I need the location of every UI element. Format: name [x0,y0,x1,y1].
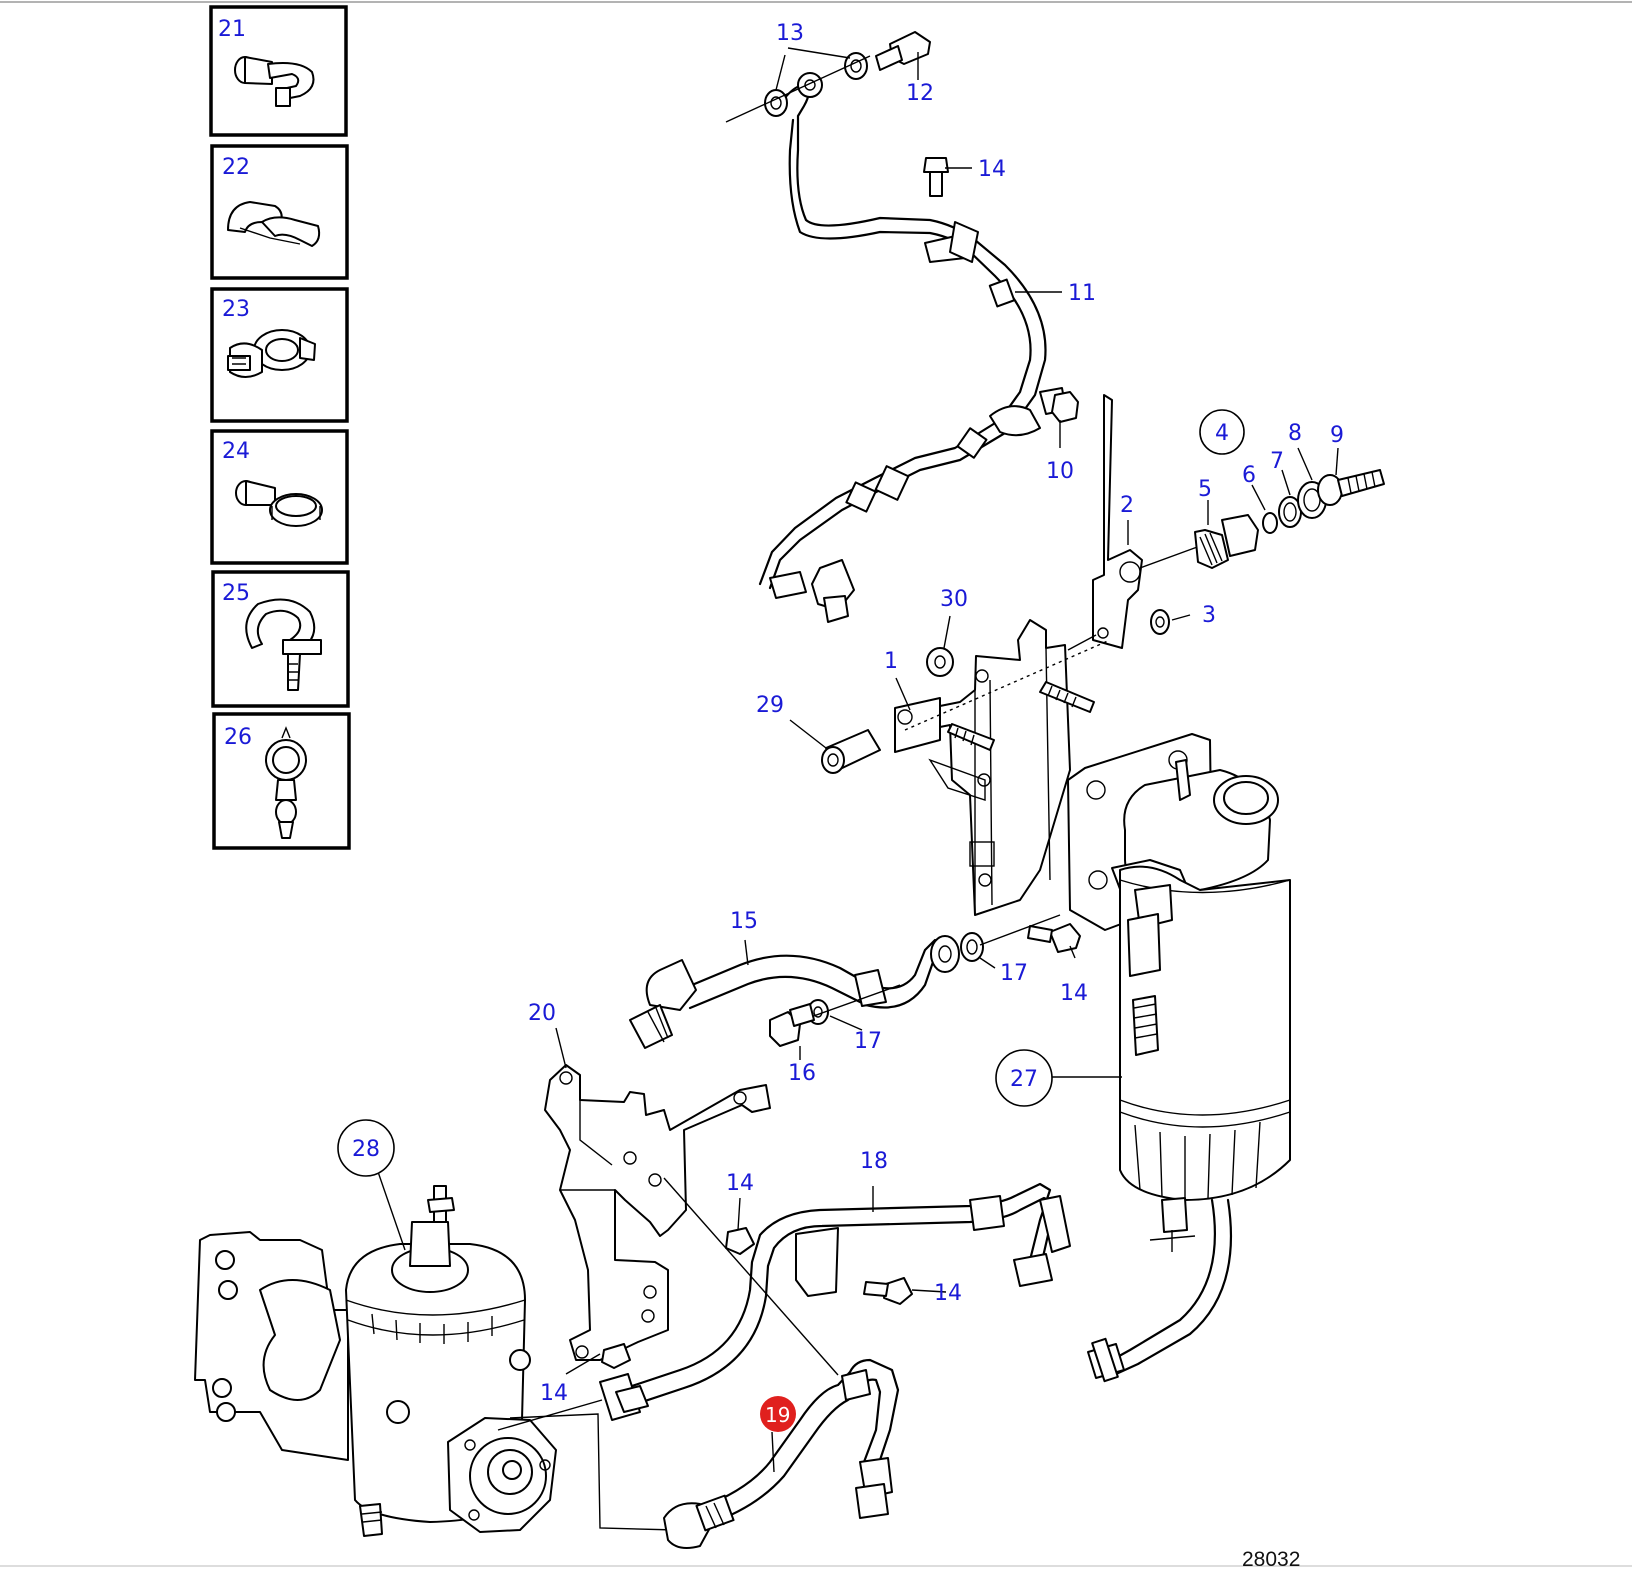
small-bracket-tab [894,697,941,753]
callout-15[interactable]: 15 [730,909,758,934]
inset-21[interactable] [209,5,348,137]
axis-line [1067,634,1097,651]
axis-line [807,984,901,1019]
callout-16[interactable]: 16 [788,1061,816,1086]
exploded-axis-line [725,55,871,123]
spacer-30[interactable] [926,647,954,677]
leader-lines [375,47,1339,1473]
o-ring-6[interactable] [1262,512,1278,534]
pipe-clamps [845,278,1067,513]
inset-frame [211,570,350,708]
callout-14-top[interactable]: 14 [978,157,1006,182]
banjo-eye-fitting [797,72,823,98]
sleeve-29[interactable] [821,729,881,774]
callout-17-b[interactable]: 17 [854,1029,882,1054]
nipple-9[interactable] [1317,469,1385,506]
callout-13[interactable]: 13 [776,21,804,46]
callout-4[interactable]: 4 [1215,421,1229,446]
inset-23[interactable] [210,287,349,423]
callout-circle-27 [995,1049,1053,1107]
callout-labels: 21 22 23 24 25 26 13 12 14 11 10 4 8 9 7… [218,17,1344,1571]
bracket-2[interactable] [1092,394,1143,649]
bolt-14-lower[interactable] [601,1343,631,1369]
callout-7[interactable]: 7 [1270,449,1284,474]
callout-14-bracket[interactable]: 14 [726,1171,754,1196]
axis-line [979,914,1061,946]
clamp-band-icon [235,480,323,527]
callout-3[interactable]: 3 [1202,603,1216,628]
fuel-hose-19[interactable] [663,1358,900,1549]
fuel-pipe-18[interactable] [599,1182,1071,1421]
dashed-assembly-line [904,639,1111,731]
callout-2[interactable]: 2 [1120,493,1134,518]
inset-label-22: 22 [222,155,250,180]
bolt-14-bracket[interactable] [725,1227,755,1255]
hose-clamp-bolt-icon [234,56,315,107]
banjo-bolt-16[interactable] [769,1003,815,1047]
callout-14-mid[interactable]: 14 [1060,981,1088,1006]
clamp-with-bolt-icon [227,329,316,378]
callout-12[interactable]: 12 [906,81,934,106]
washer-17-a[interactable] [960,932,984,962]
double-clip-icon [227,201,321,247]
inset-24[interactable] [210,429,349,565]
callout-30[interactable]: 30 [940,587,968,612]
filter-drain-hose [1087,1198,1233,1383]
callout-28[interactable]: 28 [352,1137,380,1162]
studs [947,681,1095,751]
callout-29[interactable]: 29 [756,693,784,718]
bolt-14-18[interactable] [863,1277,913,1305]
sealing-washer-10[interactable] [1051,391,1079,423]
callout-6[interactable]: 6 [1242,463,1256,488]
callout-5[interactable]: 5 [1198,477,1212,502]
banjo-bolt-12[interactable] [875,31,931,71]
bracket-20[interactable] [544,1064,771,1361]
callout-11[interactable]: 11 [1068,281,1096,306]
feed-pump [447,1417,557,1533]
inset-26[interactable] [212,712,351,850]
water-separator-filter-27[interactable] [1067,733,1291,1252]
nut-3[interactable] [1150,609,1170,635]
callout-circle-19 [760,1396,796,1432]
adapter-5[interactable] [1194,514,1259,569]
callout-1[interactable]: 1 [884,649,898,674]
inset-label-21: 21 [218,17,246,42]
cable-tie-clamp-icon [265,726,307,839]
pipe-end-connector [769,559,855,623]
hose-19-leader [663,1177,839,1376]
axis-line [1139,545,1201,569]
pump-connection-lines [497,1399,677,1531]
inset-label-26: 26 [224,725,252,750]
callout-circle-28 [337,1119,395,1177]
callout-19[interactable]: 19 [765,1403,790,1427]
inset-label-24: 24 [222,439,250,464]
callout-14-right[interactable]: 14 [934,1281,962,1306]
drawing-number: 28032 [1242,1548,1300,1571]
p-clamp-icon [245,598,322,691]
inset-22[interactable] [210,144,349,280]
callout-8[interactable]: 8 [1288,421,1302,446]
callout-circle-4 [1199,409,1245,455]
bolt-14-top[interactable] [923,157,949,197]
callout-14-lower[interactable]: 14 [540,1381,568,1406]
fuel-pipe-15[interactable] [629,935,960,1049]
inset-label-23: 23 [222,297,250,322]
callout-9[interactable]: 9 [1330,423,1344,448]
pipe-bracket-14 [924,221,979,263]
inset-25[interactable] [211,570,350,708]
callout-17-a[interactable]: 17 [1000,961,1028,986]
callout-20[interactable]: 20 [528,1001,556,1026]
callout-27[interactable]: 27 [1010,1067,1038,1092]
inset-label-25: 25 [222,581,250,606]
callout-18[interactable]: 18 [860,1149,888,1174]
bolt-14-mid[interactable] [1027,923,1081,953]
callout-10[interactable]: 10 [1046,459,1074,484]
